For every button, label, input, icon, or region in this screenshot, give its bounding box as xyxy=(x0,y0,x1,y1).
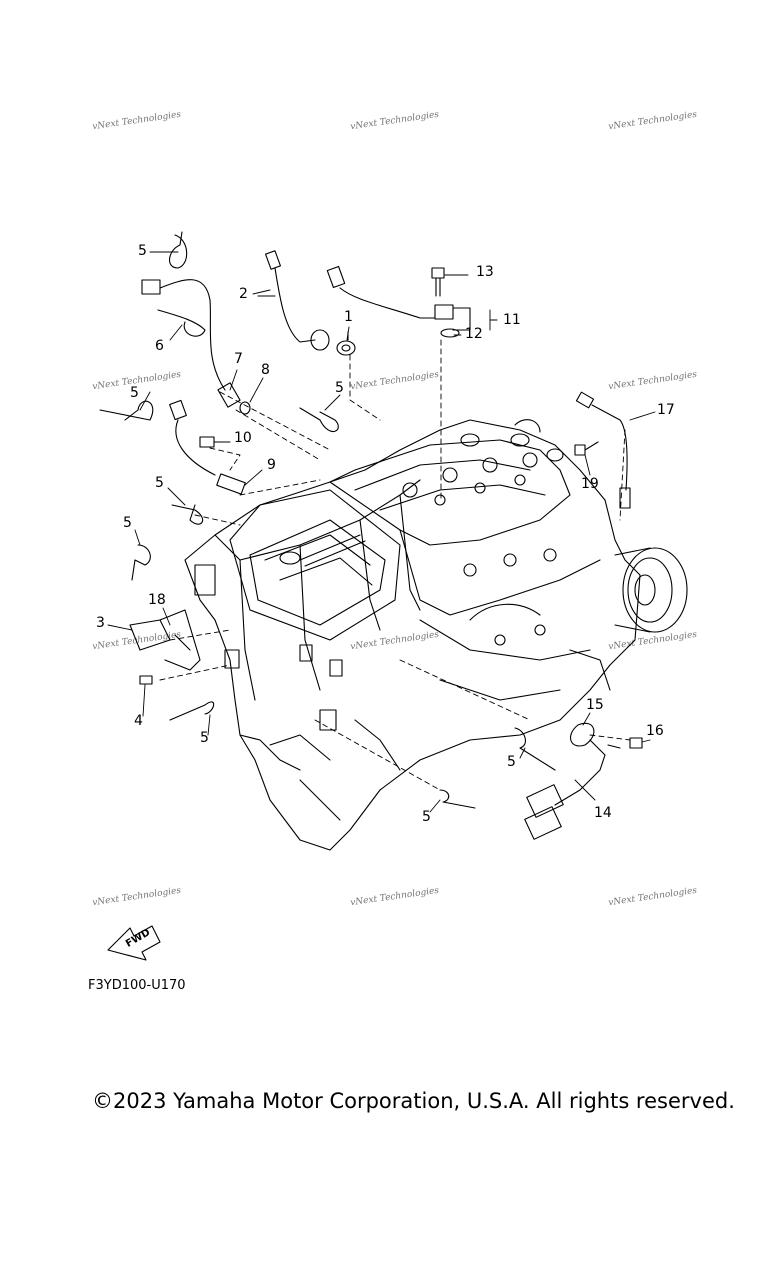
callout-5c: 5 xyxy=(335,380,344,396)
callout-7: 7 xyxy=(234,351,243,367)
callout-9: 9 xyxy=(267,457,276,473)
callout-11: 11 xyxy=(503,312,521,328)
callout-2: 2 xyxy=(239,286,248,302)
callout-15: 15 xyxy=(586,697,604,713)
callout-3: 3 xyxy=(96,615,105,631)
leader-lines xyxy=(107,251,656,813)
callout-6: 6 xyxy=(155,338,164,354)
guide-lines xyxy=(159,339,631,791)
callout-18: 18 xyxy=(148,592,166,608)
callout-1: 1 xyxy=(344,309,353,325)
callout-19: 19 xyxy=(581,476,599,492)
part-1-plug xyxy=(336,331,356,356)
diagram-code: F3YD100-U170 xyxy=(88,978,186,993)
fwd-arrow-icon xyxy=(107,925,161,961)
cable-ties xyxy=(99,231,556,809)
callout-10: 10 xyxy=(234,430,252,446)
part-7-sensor-lead xyxy=(141,279,251,415)
engine-block xyxy=(184,419,688,851)
part-19-clip xyxy=(574,441,599,456)
callout-14: 14 xyxy=(594,805,612,821)
callout-16: 16 xyxy=(646,723,664,739)
callout-4: 4 xyxy=(134,713,143,729)
part-17-sensor xyxy=(575,391,631,509)
callout-5h: 5 xyxy=(422,809,431,825)
part-12-oring xyxy=(440,328,460,338)
callout-13: 13 xyxy=(476,264,494,280)
callout-12: 12 xyxy=(465,326,483,342)
callout-5e: 5 xyxy=(123,515,132,531)
part-3-18-bracket xyxy=(129,609,201,685)
copyright-notice: ©2023 Yamaha Motor Corporation, U.S.A. A… xyxy=(92,1089,735,1113)
callout-17: 17 xyxy=(657,402,675,418)
callout-8: 8 xyxy=(261,362,270,378)
callout-5f: 5 xyxy=(200,730,209,746)
part-13-bolt xyxy=(431,267,445,297)
part-2-sensor-lead xyxy=(257,250,330,351)
part-11-sensor-lead xyxy=(326,265,471,331)
part-14-sensor xyxy=(524,722,643,840)
callout-5g: 5 xyxy=(507,754,516,770)
callout-5b: 5 xyxy=(130,385,139,401)
part-9-sensor xyxy=(169,399,246,495)
callout-5d: 5 xyxy=(155,475,164,491)
callout-5a: 5 xyxy=(138,243,147,259)
